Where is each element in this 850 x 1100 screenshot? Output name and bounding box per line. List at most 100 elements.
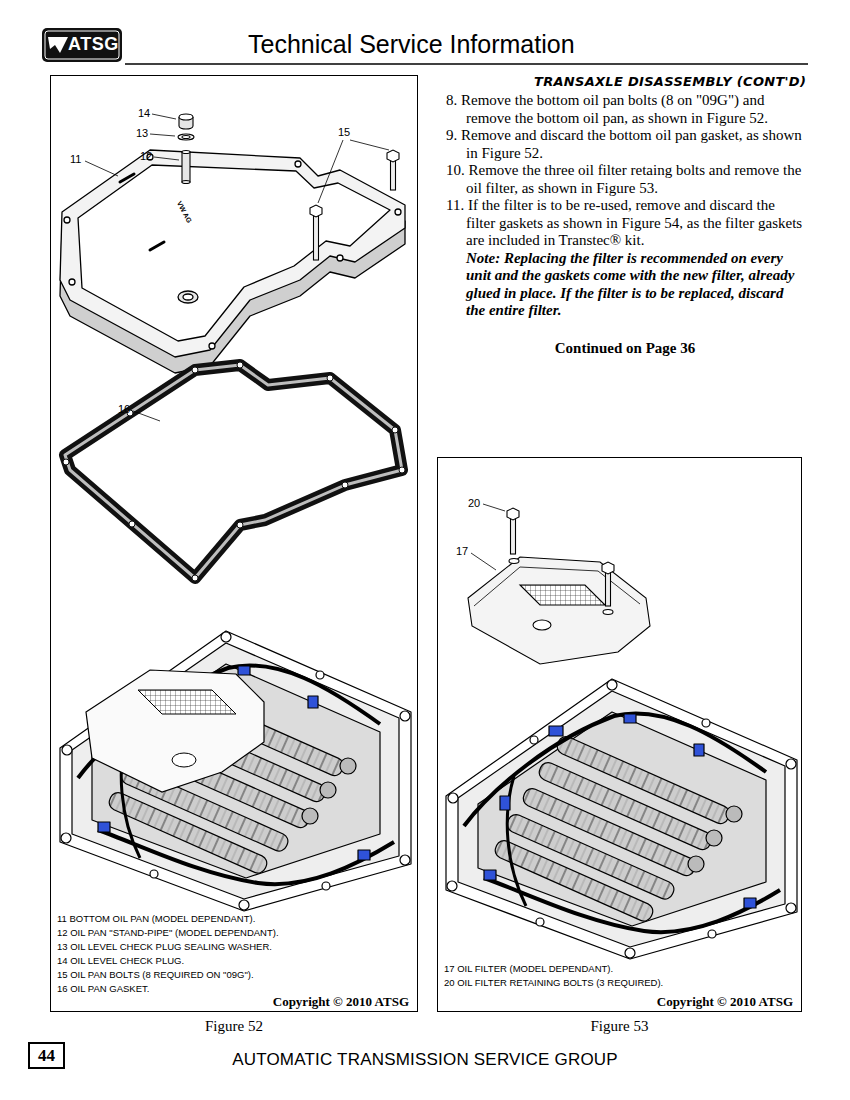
copyright-note: Copyright © 2010 ATSG xyxy=(657,994,793,1010)
pan-bolts xyxy=(387,150,399,162)
oil-pan-gasket xyxy=(129,521,135,527)
valve-body-with-filter xyxy=(60,631,411,911)
oil-filter-exploded xyxy=(468,557,650,664)
sealing-washer xyxy=(178,134,194,140)
header-rule xyxy=(125,64,808,65)
footer-text: AUTOMATIC TRANSMISSION SERVICE GROUP xyxy=(0,1050,850,1070)
oil-pan xyxy=(60,150,405,373)
oil-pan xyxy=(64,217,70,223)
leader-line xyxy=(471,553,496,570)
callout-number: 12 xyxy=(140,150,152,162)
valve-body-with-filter xyxy=(172,753,196,767)
oil-pan-gasket xyxy=(342,482,348,488)
parts-list-line: 15 OIL PAN BOLTS (8 REQUIRED ON "09G"). xyxy=(57,969,254,980)
pan-bolts xyxy=(391,160,396,190)
leader-line xyxy=(152,114,176,119)
page-number: 44 xyxy=(30,1046,63,1066)
logo-badge-art xyxy=(42,28,122,62)
text-column: TRANSAXLE DISASSEMBLY (CONT'D) 8. Remove … xyxy=(446,74,804,357)
logo-badge-art xyxy=(48,37,68,53)
sealing-washer xyxy=(178,134,194,140)
valve-body-with-filter xyxy=(138,690,236,714)
logo-badge: ATSG xyxy=(42,28,123,62)
callout-number: 14 xyxy=(138,107,150,119)
oil-pan xyxy=(178,291,198,303)
callout-number: 16 xyxy=(118,403,130,415)
leader-line xyxy=(483,504,505,511)
procedure-step: 8. Remove the bottom oil pan bolts (8 on… xyxy=(446,92,804,127)
oil-filter-exploded xyxy=(474,567,640,606)
oil-pan xyxy=(295,161,301,167)
procedure-note: Note: Replacing the filter is recommende… xyxy=(446,250,804,320)
leader-line xyxy=(85,161,118,176)
oil-filter-exploded xyxy=(602,562,614,574)
valve-body xyxy=(446,679,797,959)
valve-body-with-filter xyxy=(60,631,411,911)
page-number-box: 44 xyxy=(28,1042,65,1069)
oil-pan xyxy=(209,343,215,349)
oil-pan xyxy=(78,165,390,341)
parts-list-line: 12 OIL PAN "STAND-PIPE" (MODEL DEPENDANT… xyxy=(57,927,279,938)
leader-line xyxy=(350,140,389,150)
oil-pan-gasket xyxy=(63,459,69,465)
parts-list-line: 11 BOTTOM OIL PAN (MODEL DEPENDANT). xyxy=(57,913,255,924)
callout-number: 15 xyxy=(338,126,350,138)
leader-line xyxy=(318,140,343,203)
figure-panel: 17 OIL FILTER (MODEL DEPENDANT).20 OIL F… xyxy=(437,457,802,1012)
oil-pan-gasket xyxy=(237,362,243,368)
oil-pan-gasket xyxy=(392,427,398,433)
leader-line xyxy=(85,114,505,570)
leader-line xyxy=(133,411,160,421)
oil-pan-gasket xyxy=(63,362,405,581)
parts-list-line: 16 OIL PAN GASKET. xyxy=(57,983,149,994)
oil-filter-exploded xyxy=(520,585,605,605)
oil-pan xyxy=(337,255,343,261)
sealing-washer xyxy=(182,136,190,139)
oil-pan-gasket xyxy=(65,365,402,578)
pan-bolts xyxy=(314,216,319,260)
procedure-step: 10. Remove the three oil filter retaing … xyxy=(446,162,804,197)
oil-pan-gasket xyxy=(327,375,333,381)
page-title: Technical Service Information xyxy=(248,30,575,59)
valve-body-with-filter xyxy=(86,670,264,792)
oil-filter-exploded xyxy=(603,610,613,615)
oil-pan-gasket xyxy=(192,575,198,581)
oil-pan-gasket xyxy=(192,367,198,373)
parts-list-line: 13 OIL LEVEL CHECK PLUG SEALING WASHER. xyxy=(57,941,272,952)
valve-body xyxy=(446,679,797,959)
oil-filter-exploded xyxy=(468,508,650,664)
check-plug xyxy=(179,114,193,120)
oil-pan xyxy=(120,174,164,250)
section-heading: TRANSAXLE DISASSEMBLY (CONT'D) xyxy=(534,74,804,89)
oil-pan xyxy=(60,150,405,357)
oil-filter-exploded xyxy=(509,559,519,564)
oil-pan-gasket xyxy=(63,362,405,581)
pan-bolts xyxy=(310,205,322,217)
figure-caption: Figure 52 xyxy=(51,1018,417,1035)
oil-pan xyxy=(183,294,193,300)
check-plug xyxy=(179,114,193,129)
oil-filter-exploded xyxy=(533,620,551,630)
callout-number: 17 xyxy=(456,545,468,557)
parts-list-line: 20 OIL FILTER RETAINING BOLTS (3 REQUIRE… xyxy=(444,977,663,988)
callout-number: 13 xyxy=(136,127,148,139)
logo-text: ATSG xyxy=(68,34,119,55)
header-rule xyxy=(125,63,808,65)
copyright-note: Copyright © 2010 ATSG xyxy=(273,994,409,1010)
oil-pan xyxy=(395,209,401,215)
callout-number: 11 xyxy=(70,153,81,165)
oil-filter-exploded xyxy=(507,508,519,520)
figure-panel: 11 BOTTOM OIL PAN (MODEL DEPENDANT). 12 O… xyxy=(50,75,418,1012)
procedure-step: 9. Remove and discard the bottom oil pan… xyxy=(446,127,804,162)
continuation-note: Continued on Page 36 xyxy=(446,340,804,357)
logo-badge-art xyxy=(45,31,119,59)
oil-filter-exploded xyxy=(606,572,611,606)
figure-caption: Figure 53 xyxy=(438,1018,801,1035)
stand-pipe xyxy=(182,152,190,182)
oil-pan-gasket xyxy=(65,365,402,578)
callout-number: 20 xyxy=(468,497,480,509)
leader-line xyxy=(150,134,175,136)
stand-pipe xyxy=(182,151,190,184)
oil-pan xyxy=(69,279,75,285)
